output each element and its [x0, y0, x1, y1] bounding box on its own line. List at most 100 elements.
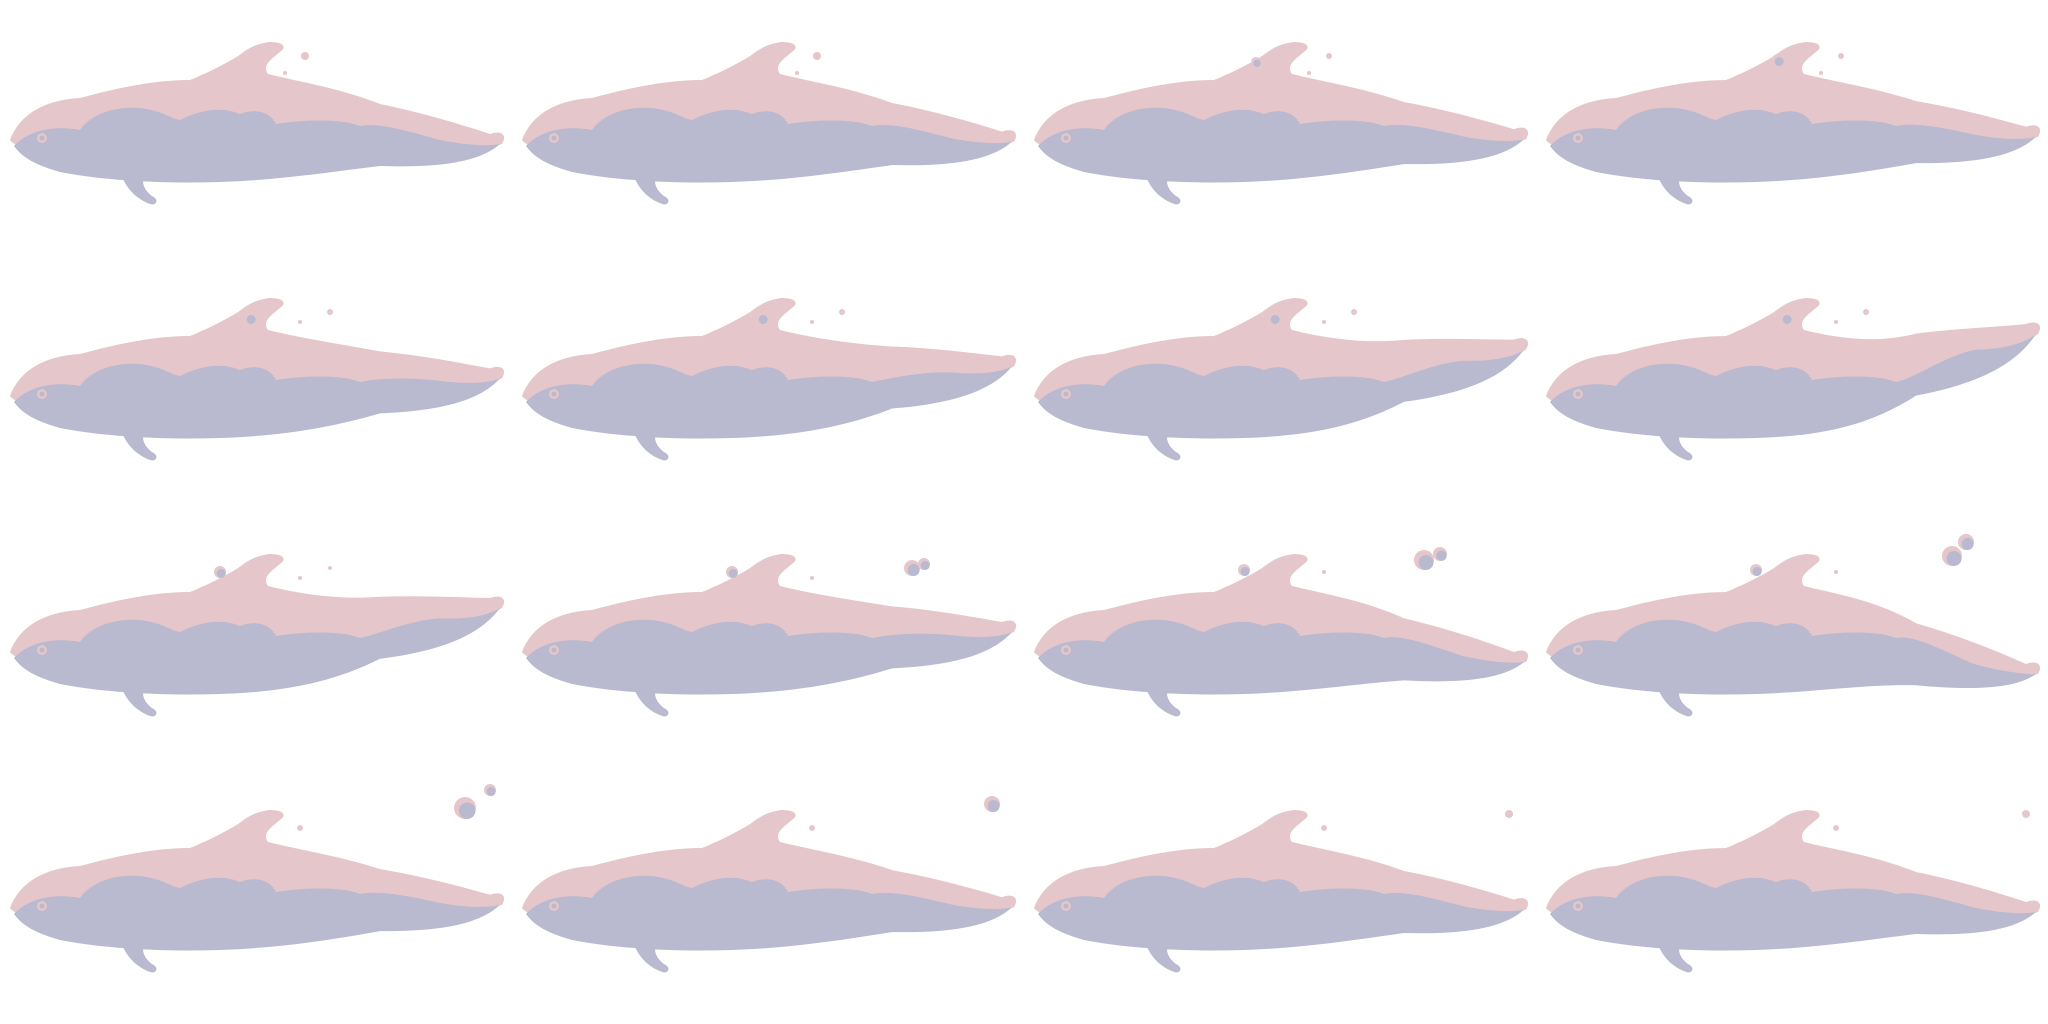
- dolphin-sprite: [522, 42, 1017, 205]
- dolphin-sprite: [1546, 298, 2041, 461]
- bubble: [2022, 810, 2030, 818]
- dolphin-lower-body: [1550, 875, 2036, 951]
- dolphin-eye: [551, 647, 557, 653]
- dolphin-eye: [1575, 135, 1581, 141]
- bubble: [327, 309, 333, 315]
- bubble-shade: [758, 315, 768, 324]
- bubble-shade: [1253, 59, 1261, 67]
- bubble: [1351, 309, 1357, 315]
- bubble-shade: [920, 561, 930, 570]
- dolphin-sprite: [522, 554, 1017, 717]
- bubble: [283, 71, 287, 75]
- bubble: [810, 320, 814, 324]
- sprite-frame-12: [1536, 512, 2048, 768]
- dolphin-eye: [1063, 647, 1069, 653]
- dolphin-lower-body: [14, 363, 500, 439]
- dolphin-pectoral-fin: [1656, 426, 1693, 461]
- dolphin-pectoral-fin: [120, 426, 157, 461]
- dolphin-sprite: [10, 42, 505, 205]
- bubble: [1505, 810, 1513, 818]
- bubble: [1277, 821, 1281, 825]
- bubble-shade: [987, 800, 1000, 812]
- bubble-shade: [1774, 57, 1784, 66]
- bubble: [1863, 309, 1869, 315]
- dolphin-sprite: [10, 298, 505, 461]
- dolphin-eye: [39, 391, 45, 397]
- bubble-shade: [907, 564, 920, 576]
- dolphin-pectoral-fin: [1144, 170, 1181, 205]
- dolphin-sprite: [10, 784, 505, 973]
- dolphin-pectoral-fin: [1656, 170, 1693, 205]
- dolphin-lower-body: [1550, 334, 2036, 439]
- dolphin-sprite: [1546, 42, 2041, 205]
- dolphin-eye: [551, 903, 557, 909]
- bubble: [298, 320, 302, 324]
- dolphin-sprite: [1546, 810, 2041, 973]
- sprite-frame-2: [512, 0, 1024, 256]
- dolphin-pectoral-fin: [120, 682, 157, 717]
- bubble-shade: [1240, 567, 1250, 576]
- dolphin-pectoral-fin: [632, 682, 669, 717]
- bubble: [1838, 53, 1844, 59]
- dolphin-sprite: [10, 554, 505, 717]
- dolphin-eye: [1063, 903, 1069, 909]
- dolphin-lower-body: [1038, 619, 1524, 695]
- dolphin-eye: [551, 391, 557, 397]
- dolphin-sprite: [1034, 42, 1529, 205]
- dolphin-pectoral-fin: [120, 170, 157, 205]
- dolphin-pectoral-fin: [1656, 938, 1693, 973]
- sprite-frame-3: [1024, 0, 1536, 256]
- bubble: [839, 309, 845, 315]
- dolphin-eye: [39, 135, 45, 141]
- dolphin-lower-body: [526, 363, 1012, 439]
- bubble: [795, 71, 799, 75]
- bubble: [1789, 821, 1793, 825]
- bubble-shade: [1418, 555, 1434, 570]
- dolphin-pectoral-fin: [632, 170, 669, 205]
- dolphin-sprite: [522, 796, 1017, 973]
- dolphin-eye: [551, 135, 557, 141]
- bubble: [1326, 53, 1332, 59]
- dolphin-lower-body: [1038, 875, 1524, 951]
- sprite-frame-15: [1024, 768, 1536, 1024]
- dolphin-sprite: [1546, 534, 2041, 717]
- bubble: [810, 576, 814, 580]
- dolphin-lower-body: [1550, 619, 2036, 695]
- bubble-shade: [246, 315, 256, 324]
- bubble: [253, 821, 257, 825]
- dolphin-lower-body: [526, 619, 1012, 695]
- bubble: [1321, 825, 1327, 831]
- sprite-frame-5: [0, 256, 512, 512]
- bubble: [813, 52, 821, 60]
- dolphin-sprite: [522, 298, 1017, 461]
- dolphin-lower-body: [14, 875, 500, 951]
- bubble-shade: [458, 802, 476, 819]
- bubble: [765, 821, 769, 825]
- sprite-frame-9: [0, 512, 512, 768]
- dolphin-lower-body: [1038, 107, 1524, 183]
- dolphin-eye: [1575, 391, 1581, 397]
- dolphin-pectoral-fin: [1144, 682, 1181, 717]
- bubble: [1834, 570, 1838, 574]
- sprite-frame-14: [512, 768, 1024, 1024]
- bubble: [1322, 320, 1326, 324]
- sprite-frame-11: [1024, 512, 1536, 768]
- bubble: [1307, 71, 1311, 75]
- dolphin-lower-body: [526, 875, 1012, 951]
- dolphin-pectoral-fin: [632, 938, 669, 973]
- dolphin-pectoral-fin: [632, 426, 669, 461]
- dolphin-lower-body: [1038, 349, 1524, 439]
- dolphin-sprite: [1034, 298, 1529, 461]
- dolphin-eye: [1063, 391, 1069, 397]
- dolphin-pectoral-fin: [1144, 426, 1181, 461]
- dolphin-lower-body: [14, 107, 500, 183]
- bubble-shade: [1782, 315, 1792, 324]
- bubble: [297, 825, 303, 831]
- bubble: [1833, 825, 1839, 831]
- dolphin-lower-body: [14, 608, 500, 695]
- sprite-frame-10: [512, 512, 1024, 768]
- bubble: [1322, 570, 1326, 574]
- dolphin-eye: [1063, 135, 1069, 141]
- dolphin-pectoral-fin: [120, 938, 157, 973]
